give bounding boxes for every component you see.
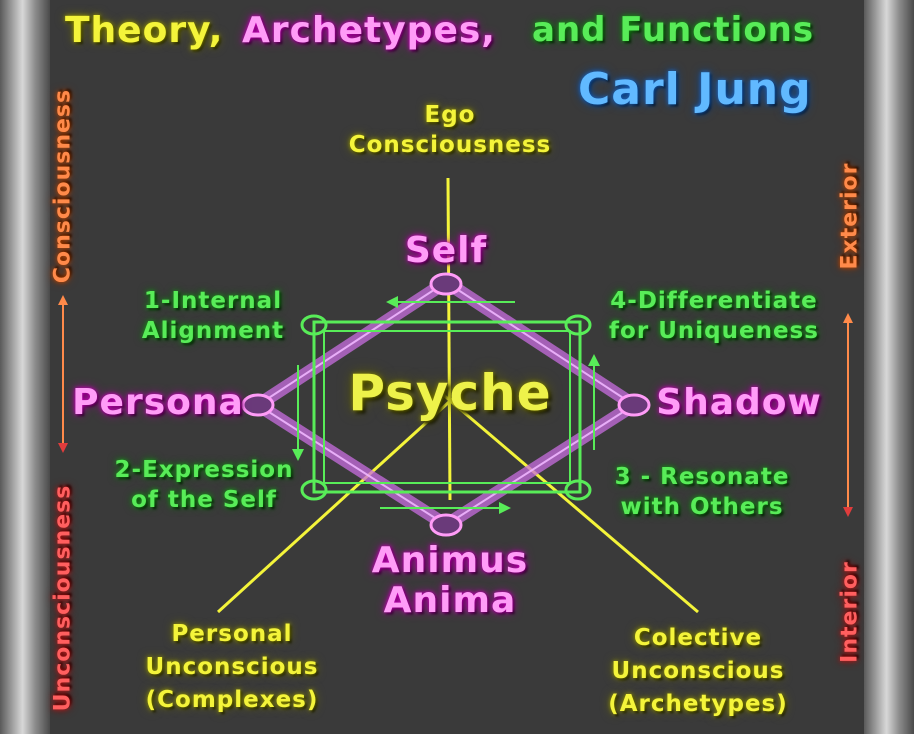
animus-node-ring bbox=[429, 513, 463, 537]
persona-node-ring bbox=[241, 393, 275, 417]
personal-line2: Unconscious bbox=[145, 654, 319, 680]
function-expression-of-self: 2-Expression of the Self bbox=[100, 455, 308, 515]
personal-unconscious-line bbox=[216, 390, 462, 614]
animus-anima-label: Animus Anima bbox=[360, 541, 540, 621]
self-node-ring bbox=[429, 272, 463, 296]
psyche-frame-inner bbox=[323, 330, 571, 484]
ego-label-line2: Consciousness bbox=[348, 132, 552, 158]
frame-corner-tr bbox=[564, 314, 592, 336]
axis-exterior: Exterior bbox=[837, 162, 863, 270]
f2-line1: 2-Expression bbox=[114, 457, 294, 483]
psyche-label: Psyche bbox=[348, 364, 552, 422]
f4-line2: for Uniqueness bbox=[609, 318, 819, 344]
personal-line1: Personal bbox=[171, 621, 293, 647]
shadow-node-ring bbox=[617, 393, 651, 417]
f4-line1: 4-Differentiate bbox=[610, 288, 818, 314]
ego-consciousness-label: Ego Consciousness bbox=[332, 100, 568, 160]
shadow-label: Shadow bbox=[656, 382, 822, 423]
ego-line bbox=[446, 177, 452, 501]
right-frame-rail bbox=[864, 0, 914, 734]
personal-unconscious-label: Personal Unconscious (Complexes) bbox=[122, 618, 342, 717]
title-functions: and Functions bbox=[532, 10, 815, 50]
frame-corner-tl bbox=[300, 314, 328, 336]
title-theory: Theory, bbox=[65, 10, 224, 51]
ego-label-line1: Ego bbox=[424, 102, 476, 128]
f1-line1: 1-Internal bbox=[143, 288, 283, 314]
axis-unconsciousness: Unconsciousness bbox=[50, 484, 76, 712]
collective-line1: Colective bbox=[633, 625, 763, 651]
f1-line2: Alignment bbox=[141, 318, 285, 344]
left-frame-rail bbox=[0, 0, 50, 734]
frame-corner-bl bbox=[300, 479, 328, 501]
persona-label: Persona bbox=[72, 382, 244, 423]
frame-corner-br bbox=[564, 479, 592, 501]
collective-line2: Unconscious bbox=[611, 658, 785, 684]
psyche-frame-outer bbox=[312, 320, 582, 494]
f3-line2: with Others bbox=[620, 494, 784, 520]
axis-interior: Interior bbox=[837, 561, 863, 663]
anima-label: Anima bbox=[383, 580, 517, 621]
f3-line1: 3 - Resonate bbox=[614, 464, 790, 490]
function-internal-alignment: 1-Internal Alignment bbox=[128, 286, 298, 346]
collective-unconscious-line bbox=[439, 390, 699, 614]
personal-line3: (Complexes) bbox=[145, 687, 319, 713]
self-label: Self bbox=[404, 230, 488, 271]
function-differentiate: 4-Differentiate for Uniqueness bbox=[592, 286, 836, 346]
f2-line2: of the Self bbox=[131, 487, 277, 513]
title-archetypes: Archetypes, bbox=[242, 10, 496, 51]
function-resonate-with-others: 3 - Resonate with Others bbox=[598, 462, 806, 522]
author-name: Carl Jung bbox=[578, 64, 812, 115]
axis-consciousness: Consciousness bbox=[50, 88, 76, 284]
collective-line3: (Archetypes) bbox=[608, 691, 788, 717]
animus-label: Animus bbox=[371, 540, 529, 581]
collective-unconscious-label: Colective Unconscious (Archetypes) bbox=[584, 622, 812, 721]
